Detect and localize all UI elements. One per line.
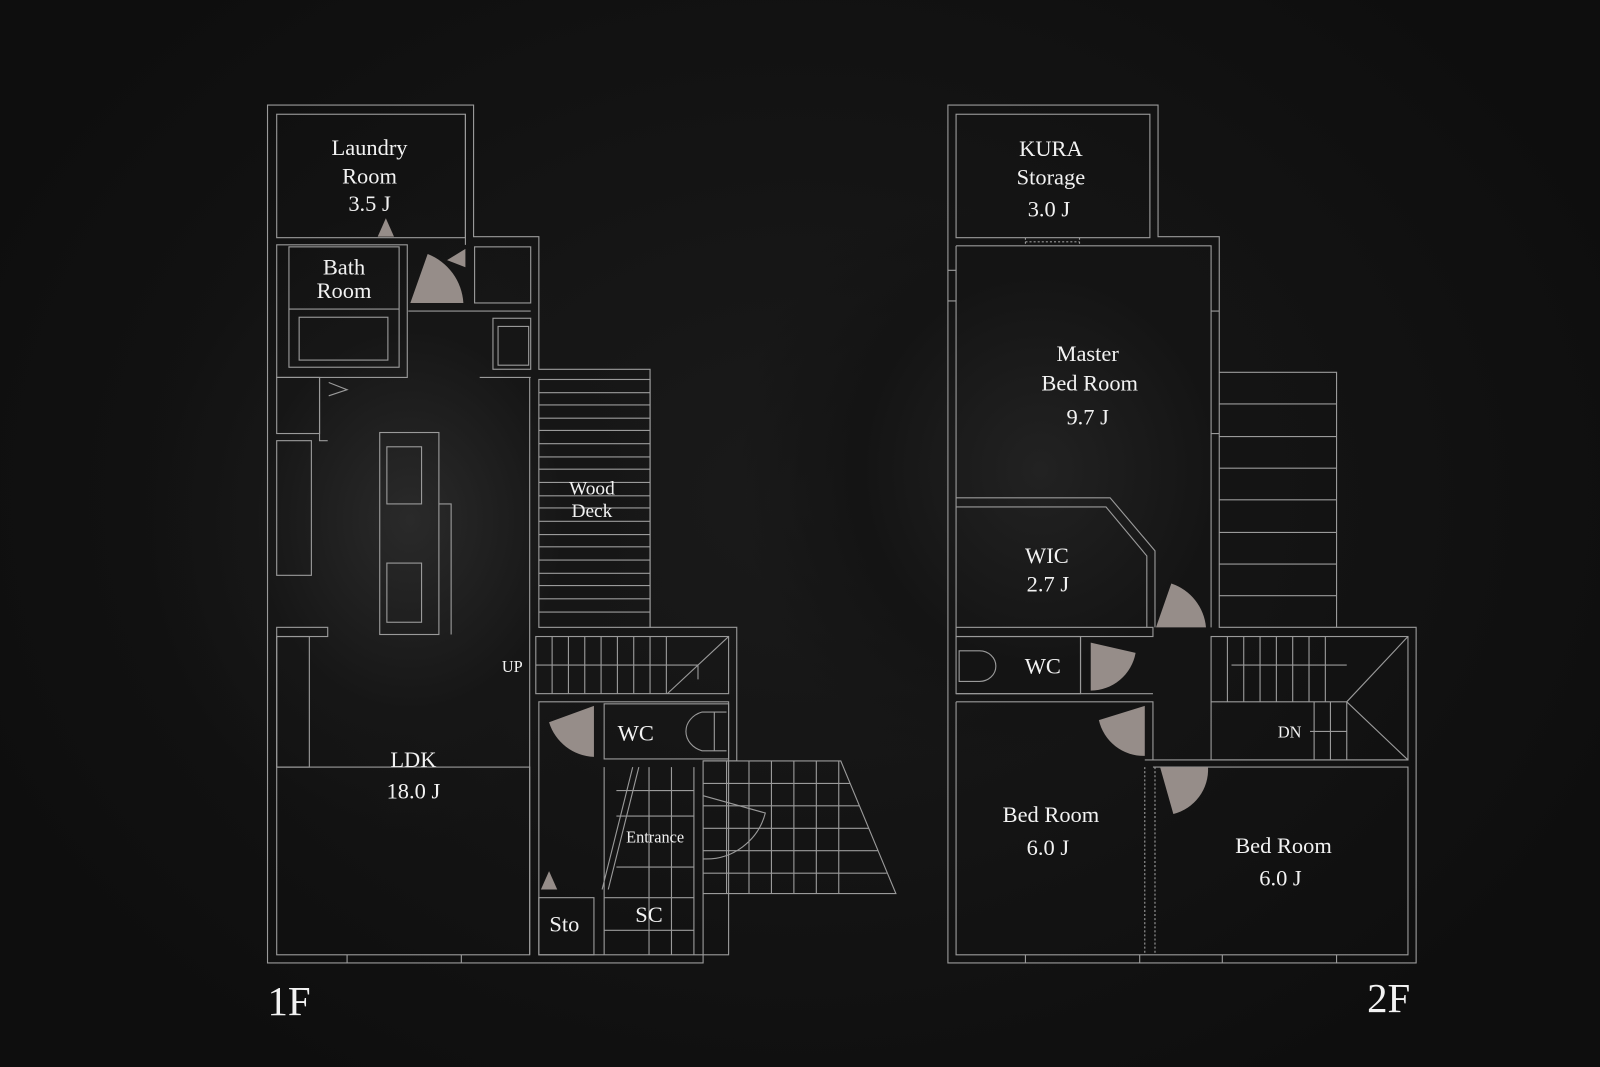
room-label-master: Bed Room — [1041, 371, 1138, 396]
room-label-bed2: Bed Room — [1235, 833, 1332, 858]
stair-label-dn: DN — [1278, 723, 1302, 742]
door-swing — [1090, 642, 1136, 691]
first-floor: Laundry Room 3.5 J Bath Room Wood Deck L… — [266, 104, 897, 1024]
room-area-kura: 3.0 J — [1028, 196, 1071, 221]
first-floor-walls — [266, 104, 897, 964]
room-label-sto: Sto — [549, 911, 579, 936]
room-label-laundry: Room — [342, 164, 397, 189]
room-area-wic: 2.7 J — [1027, 572, 1070, 597]
room-area-bed1: 6.0 J — [1027, 835, 1070, 860]
door-swing — [549, 705, 594, 757]
second-floor-labels: KURA Storage 3.0 J Master Bed Room 9.7 J… — [1003, 136, 1411, 1021]
second-floor-walls — [947, 104, 1417, 964]
room-label-kura: KURA — [1019, 136, 1083, 161]
stair-label-up: UP — [502, 657, 523, 676]
room-label-kura: Storage — [1017, 165, 1086, 190]
room-label-wc: WC — [1025, 653, 1061, 678]
room-area-ldk: 18.0 J — [387, 779, 441, 804]
door-swing — [1156, 583, 1206, 628]
room-label-laundry: Laundry — [332, 135, 409, 160]
door-swing — [1160, 767, 1209, 815]
door-swing — [1098, 705, 1145, 756]
first-floor-labels: Laundry Room 3.5 J Bath Room Wood Deck L… — [268, 135, 685, 1024]
room-label-deck: Wood — [569, 479, 615, 500]
room-label-bath: Room — [317, 278, 372, 303]
room-label-entrance: Entrance — [626, 828, 684, 847]
room-area-laundry: 3.5 J — [348, 191, 391, 216]
first-floor-doors — [377, 218, 594, 890]
room-label-master: Master — [1057, 341, 1120, 366]
floor-label-1f: 1F — [268, 979, 311, 1024]
room-label-wic: WIC — [1025, 543, 1069, 568]
door-swing — [540, 871, 558, 890]
room-label-bed1: Bed Room — [1003, 802, 1100, 827]
second-floor-doors — [1090, 583, 1209, 815]
door-swing — [377, 218, 395, 237]
room-label-sc: SC — [635, 902, 662, 927]
second-floor: KURA Storage 3.0 J Master Bed Room 9.7 J… — [947, 104, 1417, 1021]
room-area-master: 9.7 J — [1066, 404, 1109, 429]
room-label-wc: WC — [618, 721, 654, 746]
door-swing — [447, 248, 466, 268]
door-swing — [410, 253, 464, 303]
room-label-deck: Deck — [571, 501, 612, 522]
room-label-bath: Bath — [323, 254, 365, 279]
room-label-ldk: LDK — [390, 747, 436, 772]
room-area-bed2: 6.0 J — [1259, 865, 1302, 890]
floor-label-2f: 2F — [1367, 976, 1410, 1021]
